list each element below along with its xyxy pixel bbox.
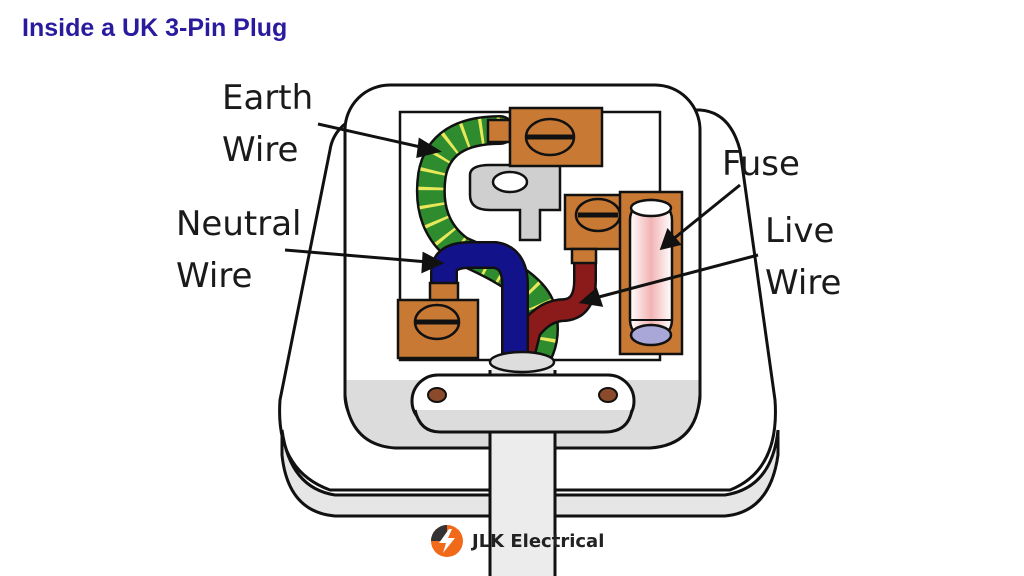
fuse <box>618 190 684 356</box>
label-arrows <box>284 122 759 307</box>
page-title: Inside a UK 3-Pin Plug <box>22 14 288 42</box>
live-wire <box>513 228 597 362</box>
label-fuse: Fuse <box>722 144 800 184</box>
label-earth-wire: Earth Wire <box>222 78 314 170</box>
neutral-terminal <box>396 281 480 360</box>
cord-grip <box>410 373 636 434</box>
brand-logo: JLK Electrical <box>430 524 604 558</box>
earth-terminal <box>486 106 604 168</box>
earth-pin-bracket <box>468 163 562 242</box>
label-live-wire: Live Wire <box>765 211 842 303</box>
brand-name: JLK Electrical <box>472 530 605 552</box>
label-neutral-wire: Neutral Wire <box>176 204 302 296</box>
lightning-bolt-icon <box>431 525 463 557</box>
neutral-wire <box>430 241 529 369</box>
